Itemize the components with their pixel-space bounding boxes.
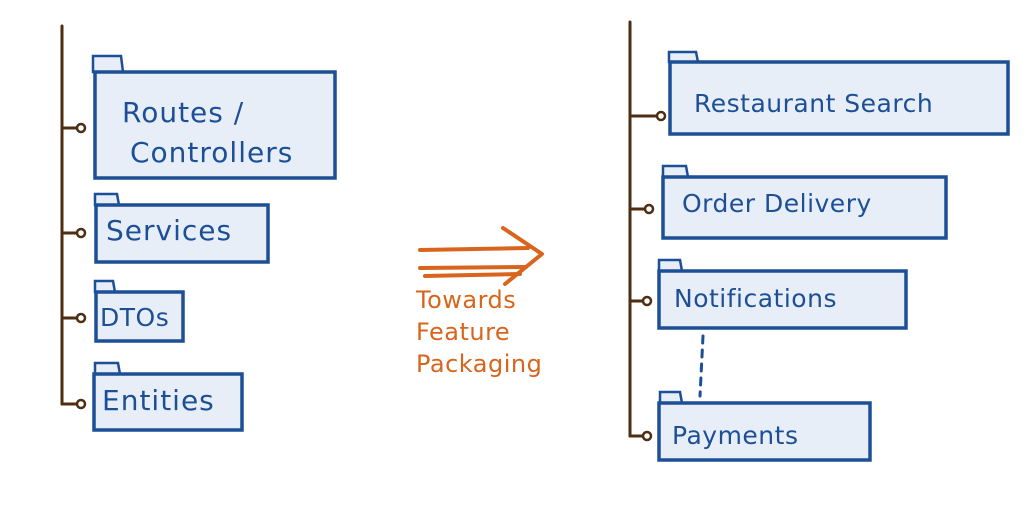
folder-dtos: DTOs [93, 279, 185, 343]
left-branch-4 [60, 398, 87, 410]
more-folders-dashed-line [698, 334, 705, 398]
folder-body [668, 60, 1010, 136]
arrow-head-icon [501, 226, 544, 286]
folder-restaurant-search: Restaurant Search [667, 50, 1010, 136]
caption-line-2: Feature [416, 318, 510, 346]
left-branch-node-1 [75, 122, 87, 134]
folder-body [661, 175, 948, 240]
folder-label-controllers: Controllers [130, 136, 293, 169]
arrow-shaft-shadow [423, 272, 522, 278]
folder-routes-controllers: Routes / Controllers [91, 54, 337, 180]
left-tree: Routes / Controllers Services DTOs Entit… [60, 24, 337, 432]
folder-label-entities: Entities [102, 384, 215, 417]
right-tree: Restaurant Search Order Delivery Notific… [628, 20, 1010, 462]
right-branch-node-2 [643, 203, 655, 215]
left-branch-node-3 [75, 312, 87, 324]
folder-notifications: Notifications [657, 258, 908, 330]
arrow-shaft-top [418, 246, 530, 252]
right-branch-3 [628, 295, 653, 307]
arrow-shaft-bottom [418, 265, 528, 270]
right-branch-1 [628, 110, 667, 122]
right-branch-node-1 [655, 110, 667, 122]
caption-line-3: Packaging [416, 350, 542, 378]
folder-label-routes: Routes / [122, 96, 244, 129]
folder-label-services: Services [106, 214, 232, 247]
folder-payments: Payments [657, 390, 872, 462]
left-branch-2 [60, 227, 87, 239]
folder-body [657, 401, 872, 462]
left-branch-1 [60, 122, 87, 134]
right-branch-2 [628, 203, 655, 215]
folder-body [93, 70, 337, 180]
folder-label-restaurant-search: Restaurant Search [694, 89, 933, 118]
left-branch-node-4 [75, 398, 87, 410]
caption-line-1: Towards [415, 286, 516, 314]
folder-body [92, 372, 244, 432]
right-branch-4 [628, 430, 653, 442]
folder-body [94, 203, 270, 264]
folder-label-dtos: DTOs [100, 303, 169, 332]
transition-arrow [418, 226, 544, 286]
folder-entities: Entities [92, 361, 244, 432]
left-branch-node-2 [75, 227, 87, 239]
folder-services: Services [93, 192, 270, 264]
folder-order-delivery: Order Delivery [661, 164, 948, 240]
right-branch-node-4 [641, 430, 653, 442]
folder-tab-icon [91, 54, 125, 74]
left-branch-3 [60, 312, 87, 324]
folder-body [657, 269, 908, 330]
folder-label-notifications: Notifications [674, 284, 837, 313]
right-branch-node-3 [641, 295, 653, 307]
folder-label-payments: Payments [672, 421, 798, 450]
caption-towards-feature-packaging: Towards Feature Packaging [415, 286, 542, 378]
folder-label-order-delivery: Order Delivery [682, 189, 872, 218]
folder-body [94, 290, 185, 343]
